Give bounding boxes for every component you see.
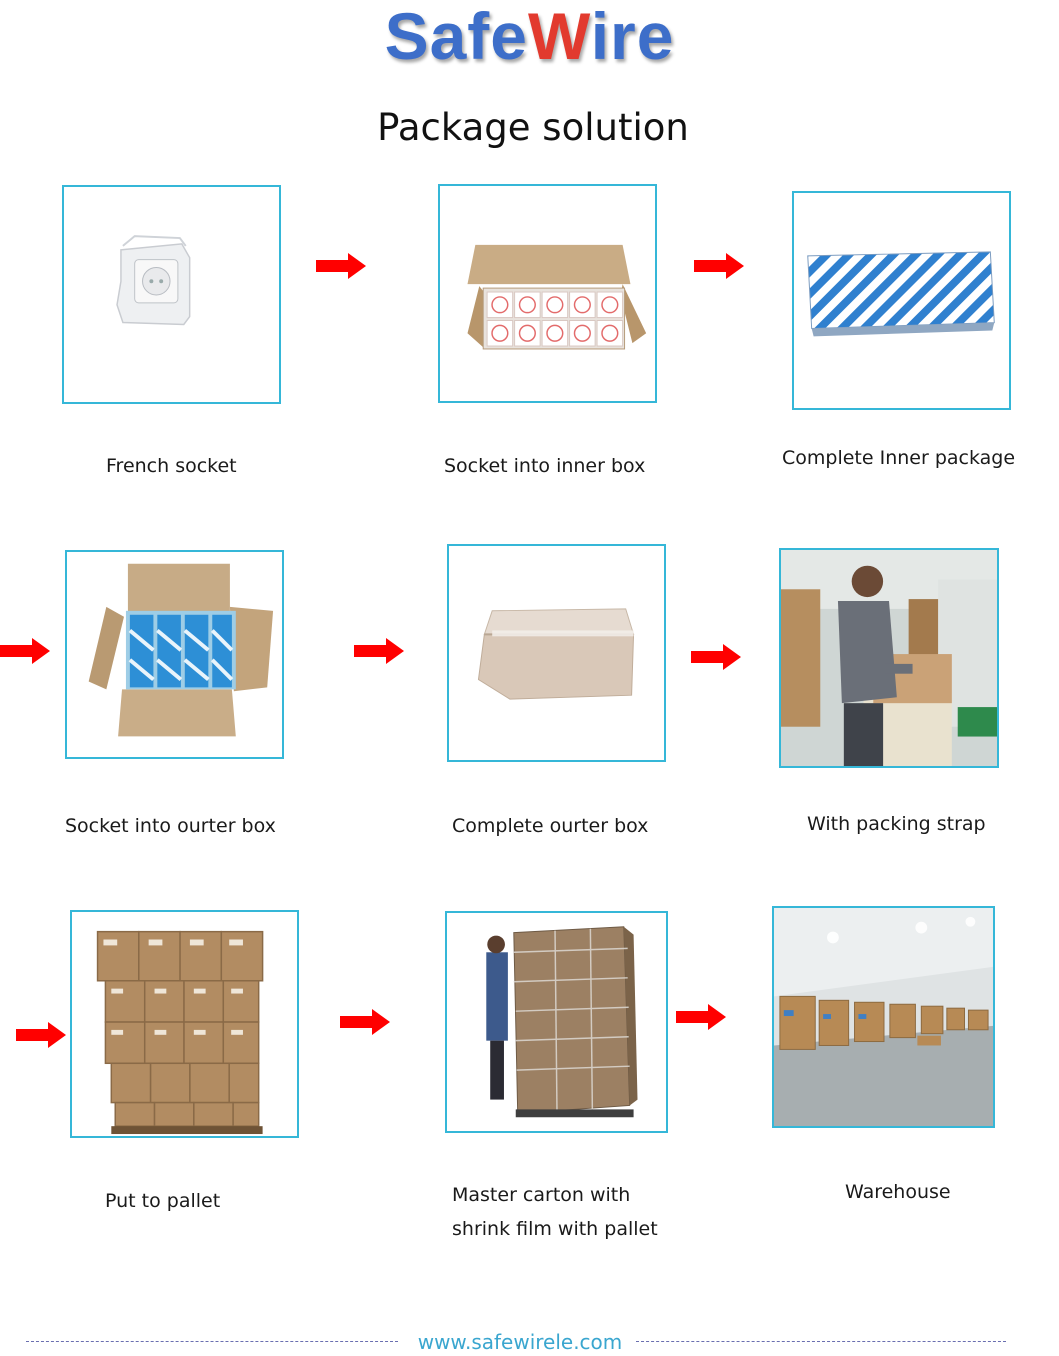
footer-divider-left [26, 1341, 398, 1342]
logo-text-w: W [527, 0, 591, 73]
step-image-outer-box [65, 550, 284, 759]
caption-packing-strap: With packing strap [807, 813, 986, 835]
logo-text-ire: ire [590, 0, 675, 73]
page-title: Package solution [377, 106, 689, 149]
logo-text-safe: Safe [384, 0, 528, 73]
caption-complete-outer-box: Complete ourter box [452, 815, 649, 837]
step-image-complete-outer-box [447, 544, 666, 762]
step-image-french-socket [62, 185, 281, 404]
caption-socket-outer-box: Socket into ourter box [65, 815, 276, 837]
arrow-right-icon [691, 644, 741, 670]
arrow-right-icon [316, 253, 366, 279]
caption-socket-inner-box: Socket into inner box [444, 455, 646, 477]
pallet-stack-icon [96, 930, 264, 1135]
step-image-inner-package [792, 191, 1011, 410]
caption-complete-inner-package: Complete Inner package [782, 447, 1016, 469]
step-image-warehouse [772, 906, 995, 1128]
socket-in-bag-icon [116, 235, 191, 326]
step-image-shrink-film [445, 911, 668, 1133]
footer-divider-right [636, 1341, 1006, 1342]
step-image-inner-box [438, 184, 657, 403]
shrink-wrapped-pallet-icon [486, 926, 638, 1118]
step-image-pallet [70, 910, 299, 1138]
caption-french-socket: French socket [106, 455, 237, 477]
arrow-right-icon [354, 638, 404, 664]
worker-strapping-icon [781, 550, 997, 766]
caption-master-carton-line1: Master carton with [452, 1184, 631, 1206]
warehouse-icon [774, 908, 993, 1126]
arrow-right-icon [0, 638, 50, 664]
caption-warehouse: Warehouse [845, 1181, 951, 1203]
arrow-right-icon [16, 1022, 66, 1048]
open-inner-box-icon [467, 244, 647, 350]
step-image-packing-strap [779, 548, 999, 768]
caption-put-to-pallet: Put to pallet [105, 1190, 221, 1212]
arrow-right-icon [340, 1009, 390, 1035]
open-outer-box-icon [88, 563, 274, 737]
arrow-right-icon [694, 253, 744, 279]
caption-master-carton-line2: shrink film with pallet [452, 1218, 658, 1240]
brand-logo: SafeWire [0, 0, 1059, 78]
striped-box-icon [807, 251, 995, 337]
footer-url: www.safewirele.com [417, 1330, 623, 1354]
closed-carton-icon [477, 608, 635, 700]
arrow-right-icon [676, 1004, 726, 1030]
